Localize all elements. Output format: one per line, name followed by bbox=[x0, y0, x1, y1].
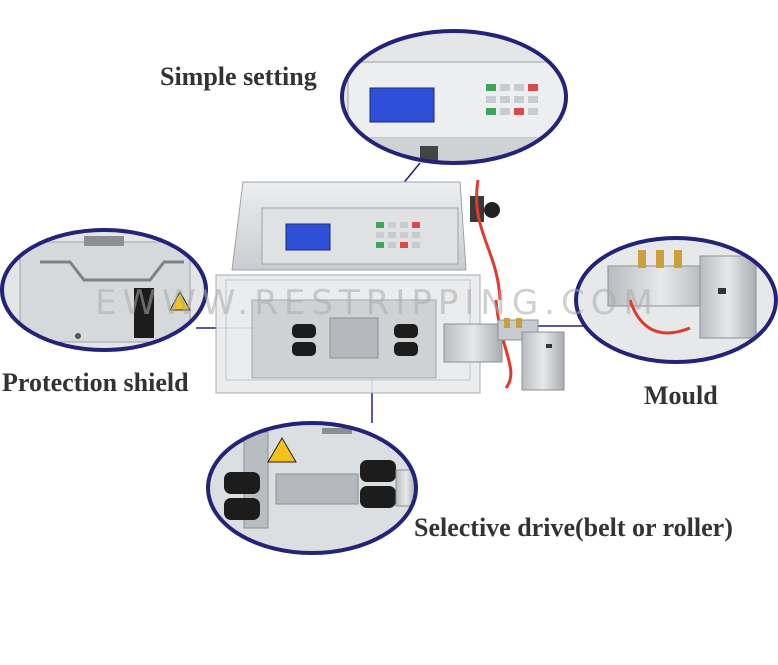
detail-simple-setting bbox=[340, 29, 568, 165]
detail-mould bbox=[574, 236, 778, 364]
warning-triangle-icon bbox=[169, 290, 191, 311]
roller bbox=[292, 324, 418, 356]
detail-selective-drive bbox=[206, 421, 418, 555]
label-selective-drive: Selective drive(belt or roller) bbox=[414, 513, 733, 542]
label-simple-setting: Simple setting bbox=[160, 62, 317, 91]
wire-stripping-machine bbox=[215, 179, 565, 394]
label-mould: Mould bbox=[644, 381, 718, 410]
label-protection-shield: Protection shield bbox=[2, 368, 189, 397]
watermark-text: EWWW.RESTRIPPING.COM bbox=[95, 283, 659, 323]
detail-protection-shield bbox=[0, 228, 208, 352]
warning-triangle-icon bbox=[267, 437, 297, 463]
